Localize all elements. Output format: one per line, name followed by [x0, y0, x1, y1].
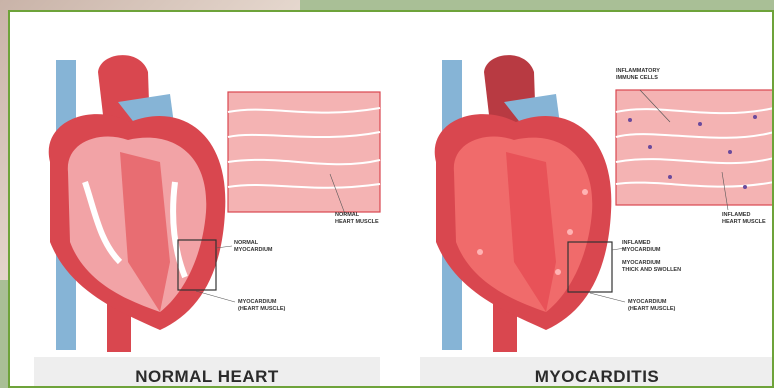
caption-normal-heart: NORMAL HEART	[34, 357, 380, 388]
label-inflamed-myocardium: INFLAMED MYOCARDIUM	[622, 240, 661, 253]
label-myocardium-thick-swollen: MYOCARDIUM THICK AND SWOLLEN	[622, 260, 681, 273]
normal-heart	[49, 55, 380, 352]
label-myocardium-left: MYOCARDIUM (HEART MUSCLE)	[238, 299, 285, 312]
label-inflammatory-immune-cells: INFLAMMATORY IMMUNE CELLS	[616, 68, 660, 81]
label-inflamed-heart-muscle: INFLAMED HEART MUSCLE	[722, 212, 766, 225]
myocarditis-heart	[435, 55, 774, 352]
illustration-frame: NORMAL HEART MUSCLE NORMAL MYOCARDIUM MY…	[8, 10, 774, 388]
label-normal-myocardium: NORMAL MYOCARDIUM	[234, 240, 273, 253]
caption-myocarditis: MYOCARDITIS	[420, 357, 774, 388]
label-normal-heart-muscle: NORMAL HEART MUSCLE	[335, 212, 379, 225]
label-myocardium-right: MYOCARDIUM (HEART MUSCLE)	[628, 299, 675, 312]
